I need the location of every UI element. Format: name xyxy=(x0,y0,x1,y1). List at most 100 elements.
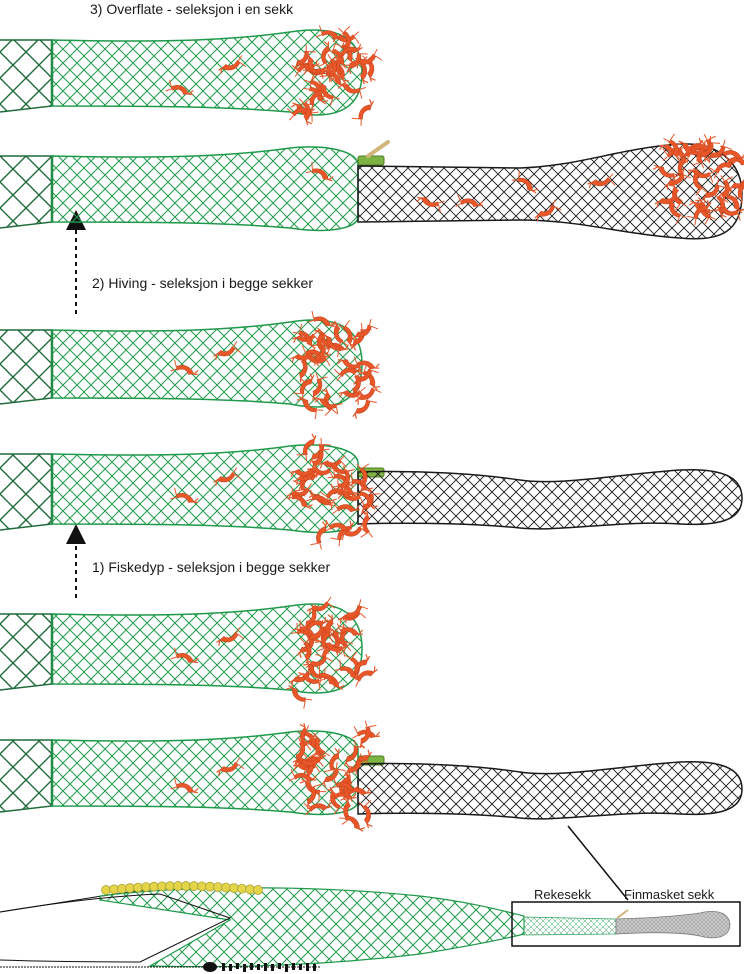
trawl-overview: Rekesekk Finmasket sekk xyxy=(0,825,741,972)
stage2-label: 2) Hiving - seleksjon i begge sekker xyxy=(92,275,313,291)
shrimp-icon xyxy=(342,599,369,624)
shrimp-icon xyxy=(720,175,734,203)
ground-gear xyxy=(222,963,316,972)
bobbin xyxy=(278,963,281,969)
shrimp-icon xyxy=(334,43,363,61)
float xyxy=(157,881,167,892)
shrimp-icon xyxy=(330,320,348,349)
shrimp-icon xyxy=(213,341,242,360)
zoom-line xyxy=(567,825,629,901)
float xyxy=(245,884,255,895)
shrimp-icon xyxy=(299,354,312,383)
bobbin xyxy=(250,963,253,970)
shrimp-icon xyxy=(360,510,374,538)
fine-mesh-sack xyxy=(357,468,743,530)
shrimp-icon xyxy=(286,483,315,500)
valve-flap xyxy=(366,140,390,158)
shrimp-icon xyxy=(299,97,312,126)
float xyxy=(189,881,199,891)
shrimp-icon xyxy=(340,465,356,494)
codend-box xyxy=(511,901,741,947)
shrimp-icon xyxy=(300,616,329,636)
shrimp-icon xyxy=(359,720,377,749)
shrimp-icon xyxy=(327,53,340,82)
shrimp-icon xyxy=(344,739,365,768)
shrimp-icon xyxy=(337,83,367,99)
shrimp-icon xyxy=(286,684,313,709)
shrimp-icon xyxy=(731,180,744,204)
front-net-section xyxy=(0,329,53,405)
shrimp-icon xyxy=(337,359,366,375)
shrimp-icon xyxy=(352,318,379,343)
shrimp-icon xyxy=(686,200,712,226)
float xyxy=(149,881,159,892)
shrimp-icon xyxy=(708,157,737,179)
shrimp-icon xyxy=(534,199,562,222)
shrimp-icon xyxy=(216,627,245,646)
shrimp-icon xyxy=(717,145,744,159)
front-net-section xyxy=(0,39,53,113)
shrimp-icon xyxy=(352,393,377,420)
shrimp-icon xyxy=(347,654,371,681)
bobbin xyxy=(299,964,302,970)
bobbin xyxy=(306,963,309,971)
shrimp-icon xyxy=(314,397,343,415)
shrimp-icon xyxy=(312,372,328,402)
shrimp-icon xyxy=(455,194,484,207)
float xyxy=(237,883,247,894)
shrimp-icon xyxy=(320,333,347,358)
shrimp-icon xyxy=(165,79,194,96)
finmasket-label: Finmasket sekk xyxy=(624,887,715,902)
shrimp-icon xyxy=(285,488,313,510)
stage1-label: 1) Fiskedyp - seleksjon i begge sekker xyxy=(92,559,330,575)
shrimp-icon xyxy=(355,56,369,85)
shrimp-icon xyxy=(302,84,326,112)
bobbin xyxy=(236,963,239,969)
shrimp-sack xyxy=(51,146,359,232)
shrimp-icon xyxy=(292,324,318,349)
float xyxy=(125,883,135,893)
shrimp-icon xyxy=(315,25,345,40)
net-rows xyxy=(0,25,744,832)
float xyxy=(213,882,223,892)
float xyxy=(141,882,151,892)
mini-green-sack xyxy=(523,916,617,936)
shrimp-icon xyxy=(306,780,321,810)
bobbin xyxy=(222,963,225,971)
shrimp-icon xyxy=(218,55,247,74)
float xyxy=(205,881,215,892)
shrimp-icon xyxy=(685,142,714,157)
shrimp-icon xyxy=(689,167,708,196)
bobbin xyxy=(257,964,260,970)
shrimp-icon xyxy=(314,338,332,367)
rekesekk-label: Rekesekk xyxy=(534,887,592,902)
shrimp-icon xyxy=(293,44,316,72)
shrimp-icon xyxy=(303,802,332,816)
shrimp-icon xyxy=(320,484,349,504)
shrimp-icon xyxy=(296,632,322,659)
shrimp-icon xyxy=(216,757,245,776)
shrimp-icon xyxy=(303,80,329,105)
shrimp-icon xyxy=(338,808,366,832)
bobbin xyxy=(313,964,316,971)
shrimp-icon xyxy=(316,625,331,655)
shrimp-icon xyxy=(306,596,335,615)
shrimp-icon xyxy=(327,627,353,652)
shrimp-icon xyxy=(695,197,716,225)
stage3-label: 3) Overflate - seleksjon i en sekk xyxy=(90,1,294,17)
float xyxy=(133,882,143,893)
shrimp-icon xyxy=(352,369,365,398)
shrimp-icon xyxy=(295,754,324,768)
float xyxy=(165,881,175,891)
fine-mesh-sack xyxy=(357,760,743,820)
float xyxy=(109,884,119,895)
shrimp-icon xyxy=(289,465,318,478)
float xyxy=(101,885,111,895)
float xyxy=(117,883,127,894)
bobbin xyxy=(264,963,267,971)
shrimp-icon xyxy=(664,197,687,225)
shrimp-icon xyxy=(310,521,328,550)
bobbin xyxy=(229,964,232,971)
float-line xyxy=(101,881,263,895)
